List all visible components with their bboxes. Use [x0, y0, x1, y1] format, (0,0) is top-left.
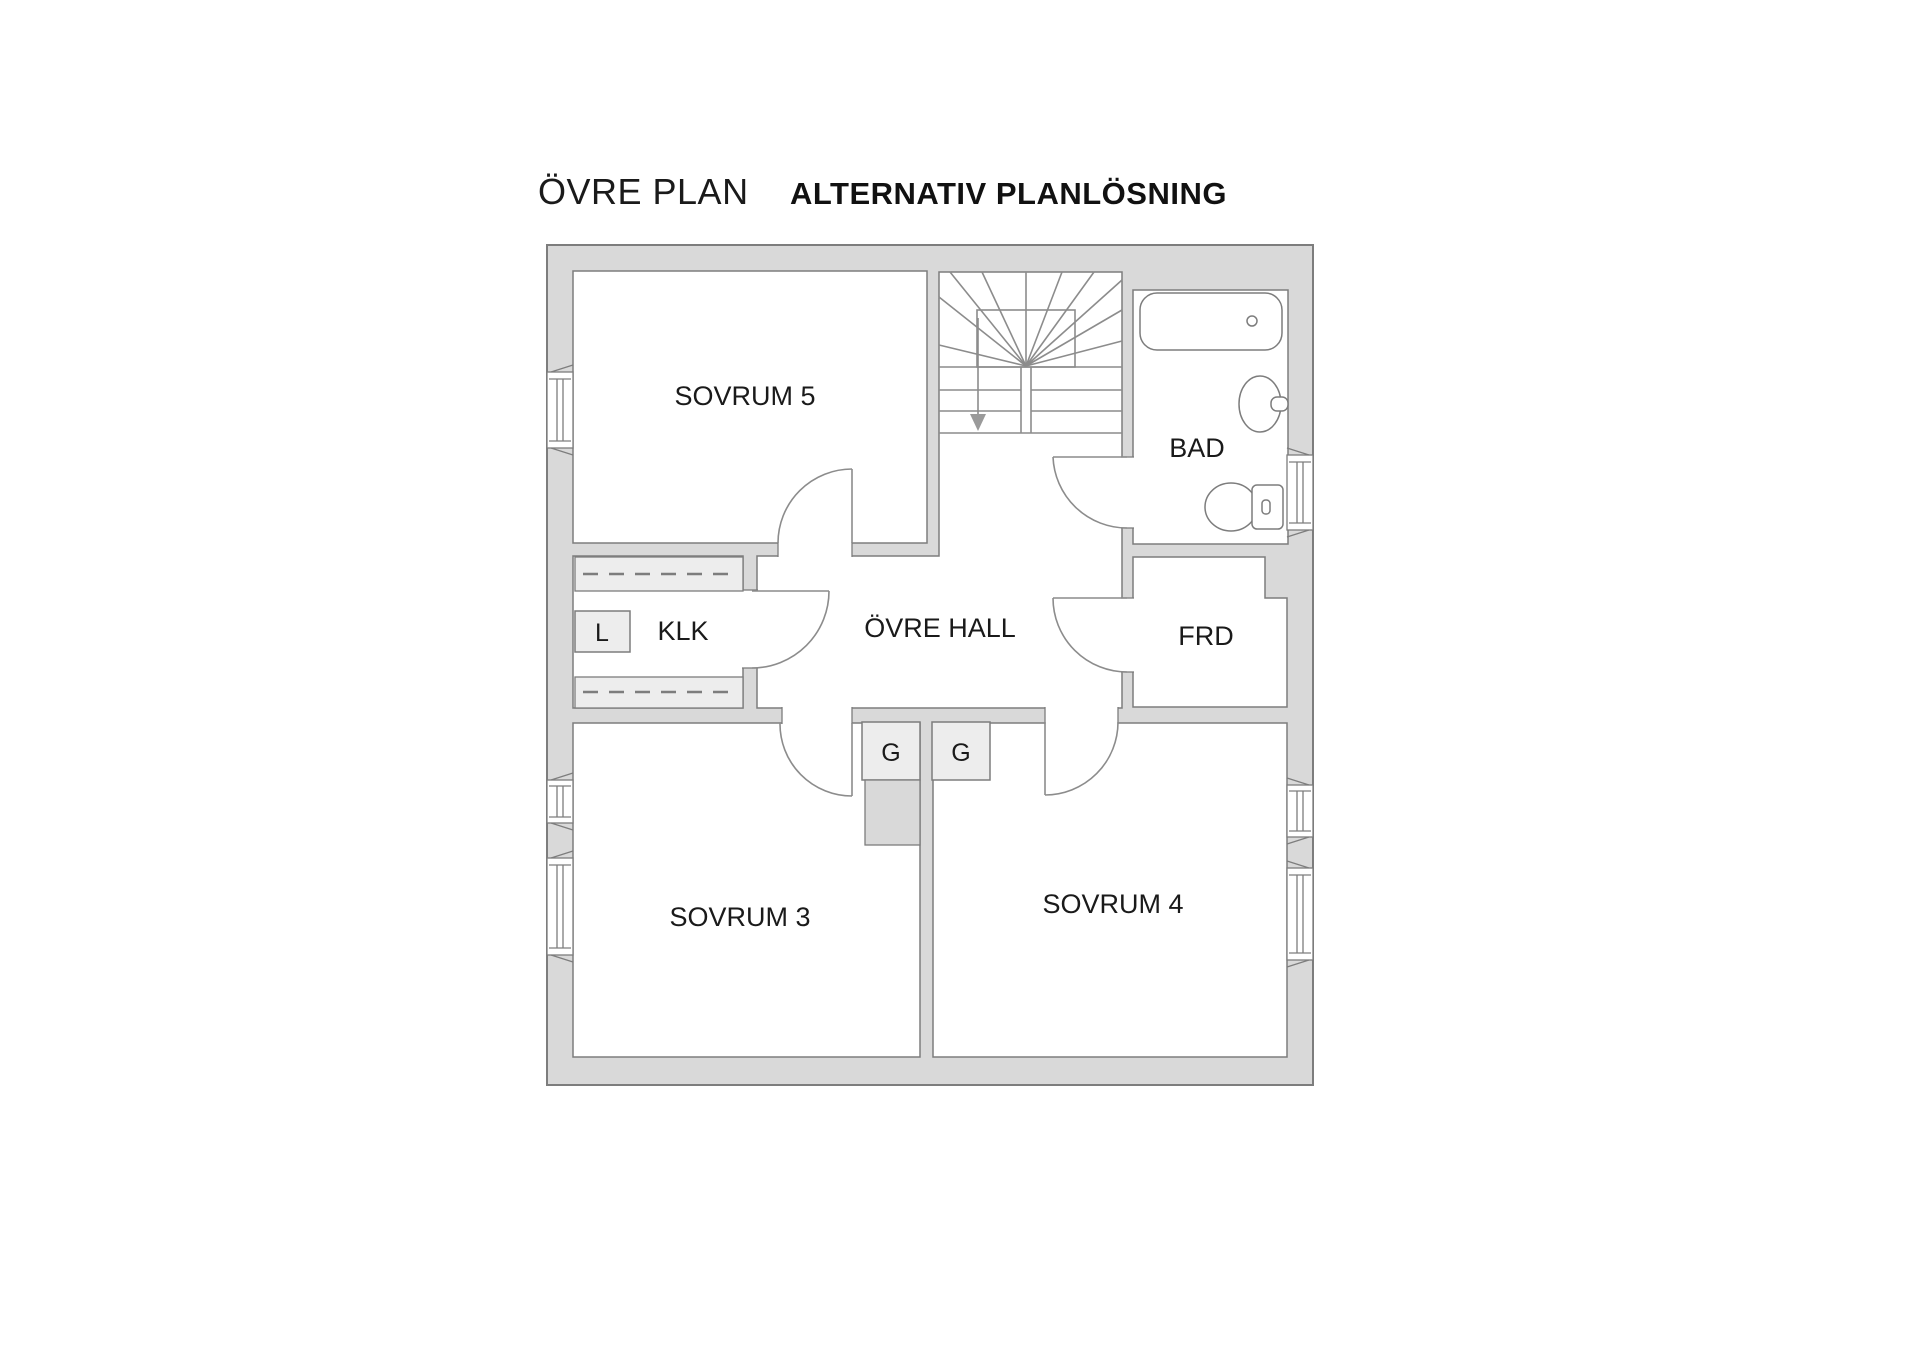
door-sovrum5 — [777, 468, 853, 544]
room-sovrum4 — [932, 722, 1288, 1058]
label-ovre-hall: ÖVRE HALL — [864, 613, 1016, 643]
sloped-ceiling-strip-top — [574, 556, 744, 592]
label-sovrum4: SOVRUM 4 — [1042, 889, 1183, 919]
window-sovrum3-west-large — [546, 850, 574, 963]
window-sovrum4-east-small — [1286, 777, 1314, 845]
toilet-bowl — [1204, 482, 1258, 532]
opening-klk — [742, 590, 758, 668]
window-sovrum3-west-small — [546, 772, 574, 831]
labels: SOVRUM 5 BAD ÖVRE HALL KLK FRD SOVRUM 3 … — [595, 381, 1234, 932]
sink-tap — [1270, 396, 1289, 412]
room-sovrum5 — [572, 270, 928, 544]
toilet-button — [1261, 499, 1271, 515]
opening-sovrum4 — [1045, 707, 1118, 724]
window-sovrum4-east-large — [1286, 860, 1314, 968]
closets — [574, 556, 991, 846]
door-bad — [1052, 456, 1128, 529]
room-frd — [1132, 556, 1288, 708]
door-frd — [1052, 597, 1128, 673]
wardrobe-left-box — [861, 721, 921, 781]
opening-bad — [1121, 457, 1134, 528]
opening-sovrum3 — [782, 707, 852, 724]
stairs — [938, 271, 1123, 434]
label-wardrobe-right: G — [951, 739, 970, 767]
window-sovrum5-west — [546, 364, 574, 456]
door-klk — [751, 590, 830, 669]
chimney-block — [864, 779, 921, 846]
stair-winder-fan — [938, 271, 1123, 367]
label-bad: BAD — [1169, 433, 1225, 463]
page-title: ÖVRE PLAN — [538, 171, 749, 212]
label-wardrobe-left: G — [881, 739, 900, 767]
opening-sovrum5 — [778, 541, 852, 557]
bathtub — [1139, 292, 1283, 351]
wardrobe-right-box — [931, 721, 991, 781]
door-sovrum4 — [1044, 721, 1119, 796]
label-linen-cabinet: L — [595, 619, 609, 647]
opening-frd — [1121, 598, 1134, 672]
door-openings — [742, 457, 1134, 724]
sloped-ceiling-strip-bottom — [574, 676, 744, 709]
windows — [546, 364, 1314, 968]
doors — [751, 456, 1128, 797]
window-bad-east — [1286, 447, 1314, 538]
sink — [1238, 375, 1289, 433]
label-klk: KLK — [657, 616, 708, 646]
label-sovrum5: SOVRUM 5 — [674, 381, 815, 411]
stairs-down-arrow — [970, 414, 986, 431]
toilet — [1204, 482, 1284, 532]
door-sovrum3 — [779, 722, 853, 797]
linen-cabinet-box — [574, 610, 631, 653]
label-frd: FRD — [1178, 621, 1234, 651]
bathtub-drain — [1246, 315, 1258, 327]
label-sovrum3: SOVRUM 3 — [669, 902, 810, 932]
bath-fixtures — [1139, 292, 1289, 532]
page-subtitle: ALTERNATIV PLANLÖSNING — [790, 176, 1227, 211]
